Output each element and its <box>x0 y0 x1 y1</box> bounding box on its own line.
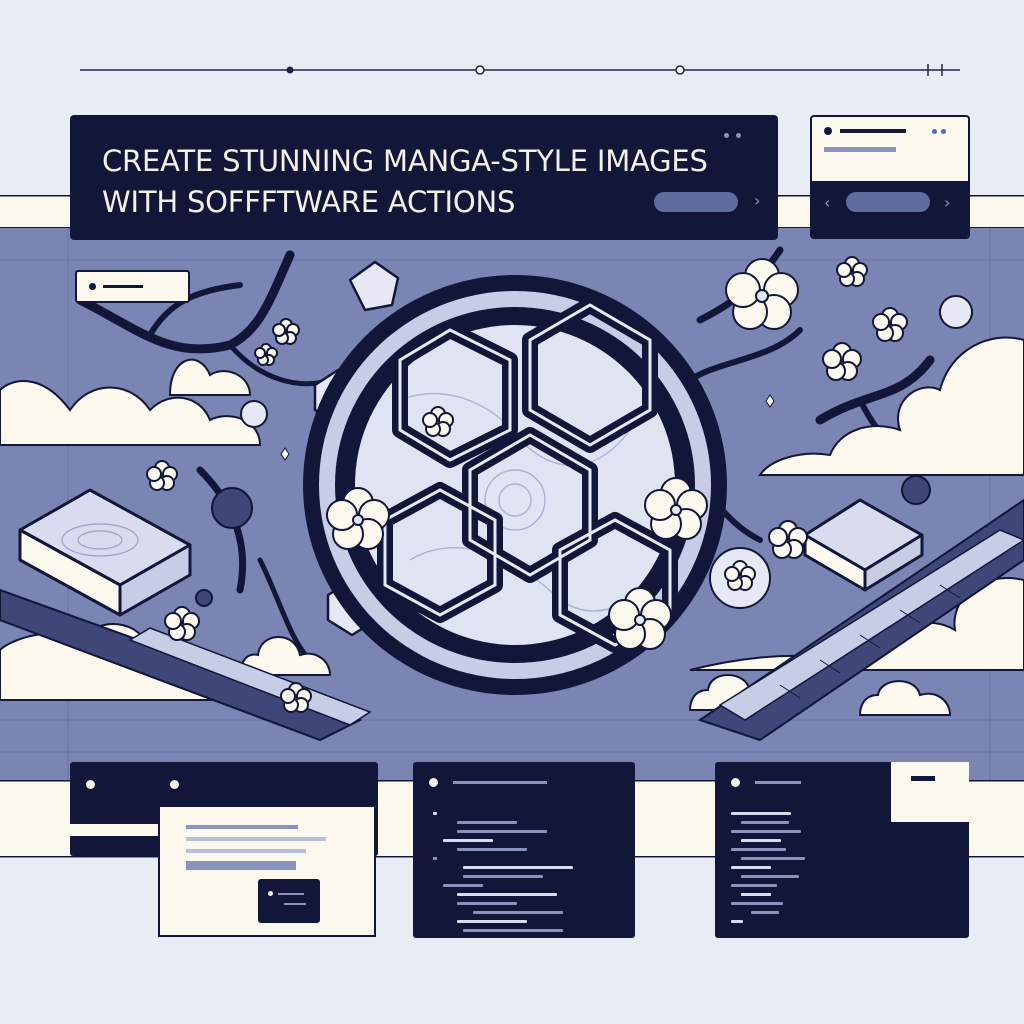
editor-sheet-button[interactable] <box>258 879 320 923</box>
chevron-left-icon[interactable]: ‹ <box>824 193 831 212</box>
side-card-button[interactable] <box>846 192 930 212</box>
code-line <box>457 848 527 851</box>
code-line <box>433 857 437 860</box>
code-line <box>731 866 771 869</box>
code-line <box>741 839 781 842</box>
hero-title: CREATE STUNNING MANGA-STYLE IMAGES WITH … <box>102 144 708 219</box>
code-line <box>443 884 483 887</box>
code-panel-right <box>715 762 969 938</box>
code-line <box>473 911 563 914</box>
code-line <box>741 857 805 860</box>
code-line <box>433 812 437 815</box>
code-line <box>731 884 777 887</box>
code-line <box>443 839 493 842</box>
code-line <box>463 866 573 869</box>
hero-banner: CREATE STUNNING MANGA-STYLE IMAGES WITH … <box>70 115 778 240</box>
code-line <box>463 875 543 878</box>
code-line <box>741 821 789 824</box>
code-line <box>731 830 801 833</box>
code-line <box>457 902 517 905</box>
chevron-right-icon[interactable]: › <box>944 193 951 212</box>
code-panel-middle <box>413 762 635 938</box>
chevron-right-icon[interactable]: › <box>754 191 761 210</box>
code-line <box>463 929 563 932</box>
code-line <box>457 821 517 824</box>
code-line <box>751 911 779 914</box>
interlocking-hexagon-logo <box>303 275 727 695</box>
code-line <box>457 920 527 923</box>
code-line <box>731 920 743 923</box>
code-line <box>731 848 786 851</box>
side-card: ‹ › <box>810 115 970 239</box>
floating-label-card <box>75 270 190 303</box>
editor-sheet <box>158 805 376 937</box>
timeline-bar <box>80 64 960 76</box>
hero-action-button[interactable] <box>654 192 738 212</box>
window-dots <box>724 133 748 139</box>
code-line <box>741 875 799 878</box>
code-line <box>731 812 791 815</box>
code-line <box>457 893 557 896</box>
code-line <box>731 902 783 905</box>
code-line <box>457 830 547 833</box>
code-line <box>741 893 771 896</box>
